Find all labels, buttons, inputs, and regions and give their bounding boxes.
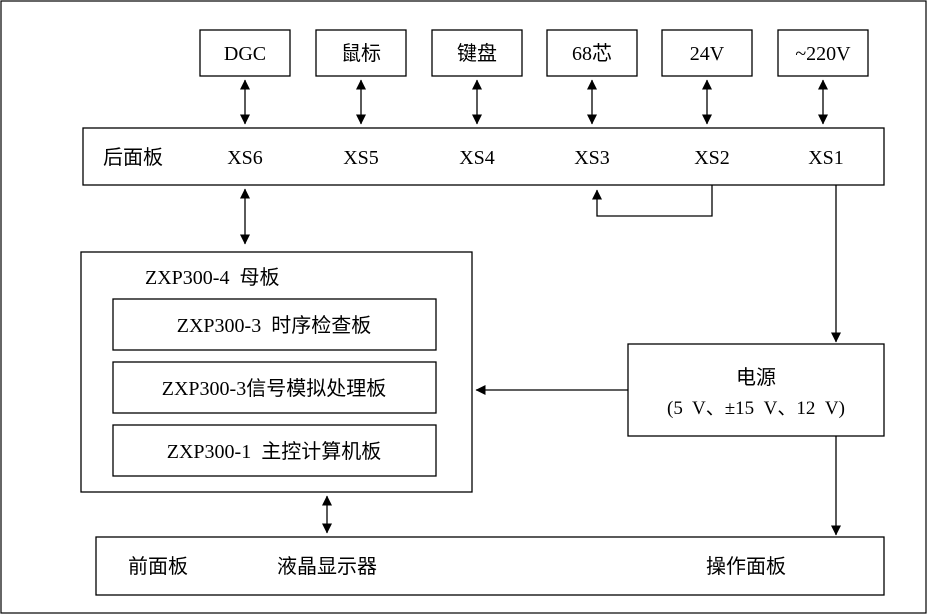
connector-24v: 24V [661,29,753,77]
link-xs2-to-xs3 [592,185,713,217]
front-panel: 前面板 液晶显示器 操作面板 [95,536,885,596]
port-xs1: XS1 [808,147,844,169]
port-xs3: XS3 [574,147,610,169]
board-main-computer-label: ZXP300-1 主控计算机板 [167,440,381,463]
connector-mouse-label: 鼠标 [341,42,381,65]
port-xs4: XS4 [459,147,495,169]
connector-68pin-label: 68芯 [572,42,612,65]
connector-keyboard: 键盘 [431,29,523,77]
connector-dgc: DGC [199,29,291,77]
motherboard-title: ZXP300-4 母板 [145,266,279,289]
rear-panel-title: 后面板 [103,146,163,169]
front-panel-title: 前面板 [128,555,188,578]
connector-220v: ~220V [777,29,869,77]
motherboard: ZXP300-4 母板 ZXP300-3 时序检查板 ZXP300-3信号模拟处… [80,251,473,493]
board-timing-check-label: ZXP300-3 时序检查板 [177,314,371,337]
board-main-computer [112,424,437,477]
connector-mouse: 鼠标 [315,29,407,77]
front-panel-display: 液晶显示器 [277,555,377,578]
port-xs2: XS2 [694,147,730,169]
rear-panel: 后面板 XS6 XS5 XS4 XS3 XS2 XS1 [82,127,885,186]
connector-68pin: 68芯 [546,29,638,77]
port-xs6: XS6 [227,147,263,169]
board-signal-analog [112,361,437,414]
connector-keyboard-label: 键盘 [457,42,497,65]
connector-dgc-label: DGC [224,43,266,65]
port-xs5: XS5 [343,147,379,169]
connector-220v-label: ~220V [795,43,851,65]
board-timing-check [112,298,437,351]
power-supply-spec: (5 V、±15 V、12 V) [667,398,845,419]
front-panel-operation: 操作面板 [706,555,786,578]
power-supply-title: 电源 [736,366,776,389]
power-supply: 电源 (5 V、±15 V、12 V) [627,343,885,437]
board-signal-analog-label: ZXP300-3信号模拟处理板 [162,377,386,400]
connector-24v-label: 24V [690,43,725,65]
